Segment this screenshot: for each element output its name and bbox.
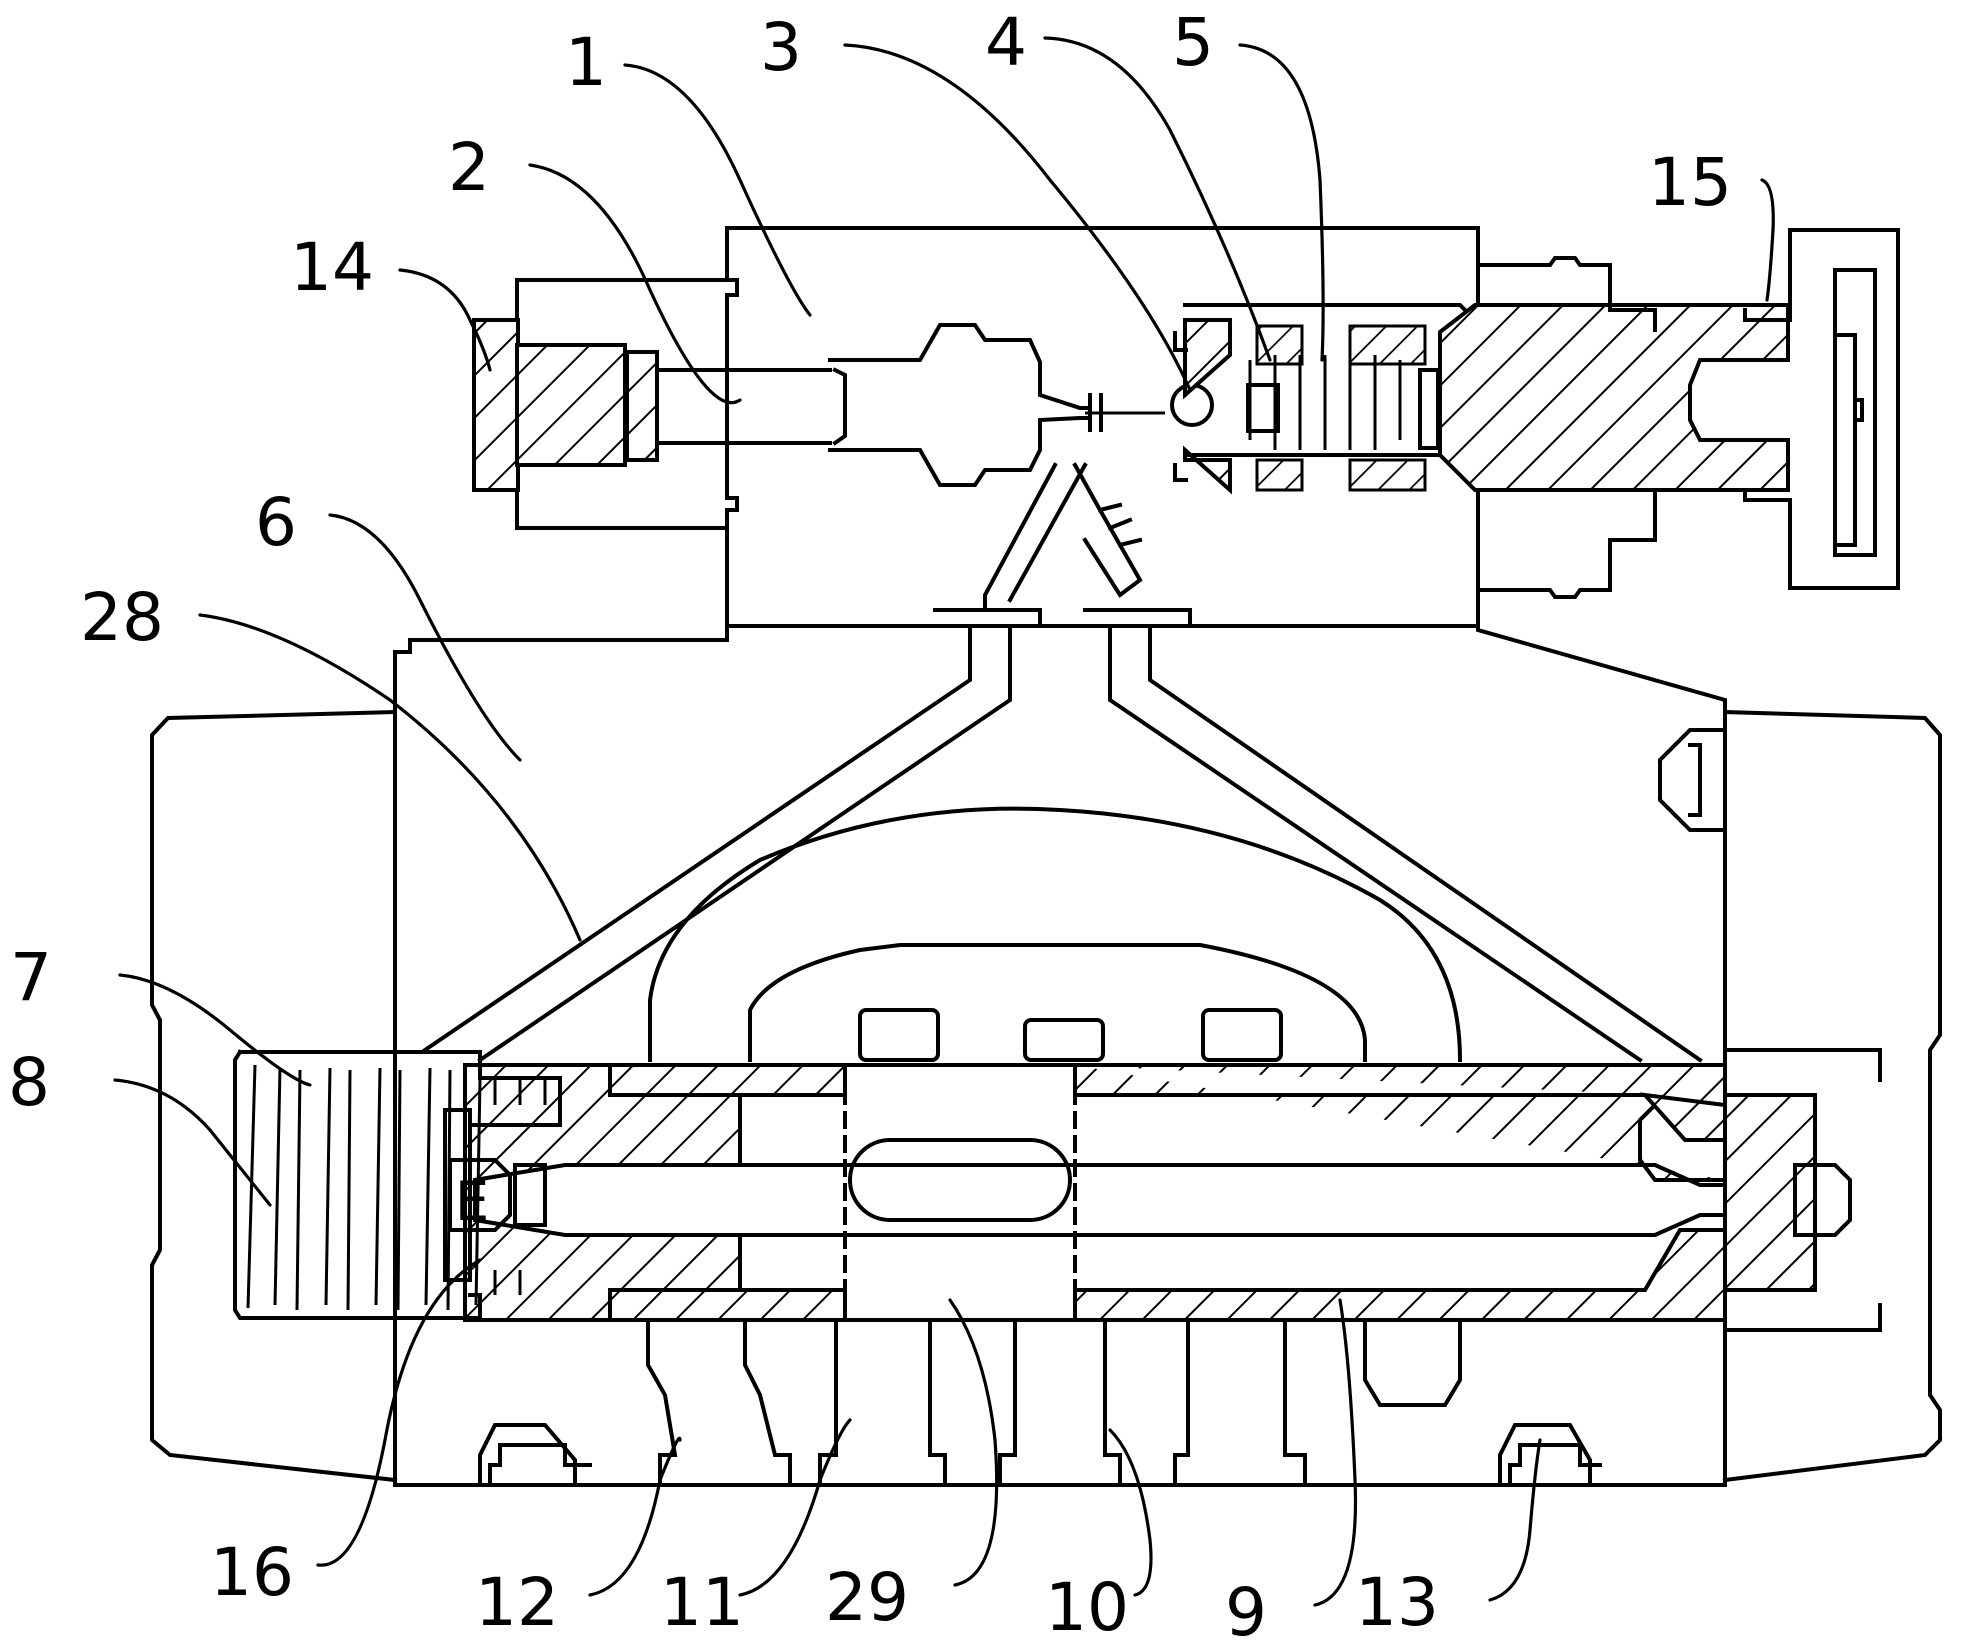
label-10: 10	[1045, 1569, 1129, 1646]
label-3: 3	[760, 9, 802, 86]
label-29: 29	[825, 1559, 909, 1636]
label-15: 15	[1648, 144, 1732, 221]
label-12: 12	[475, 1564, 559, 1641]
label-11: 11	[660, 1564, 744, 1641]
pilot-spring-5	[1248, 355, 1438, 450]
label-4: 4	[985, 4, 1027, 81]
label-13: 13	[1355, 1564, 1439, 1641]
e-mark: E	[455, 1170, 489, 1233]
label-9: 9	[1225, 1574, 1267, 1651]
adjusting-screw-15	[1440, 305, 1788, 490]
label-1: 1	[565, 24, 607, 101]
ports	[480, 1320, 1600, 1485]
label-7: 7	[10, 939, 52, 1016]
label-2: 2	[448, 129, 490, 206]
pilot-passages	[935, 465, 1190, 626]
control-channel-28	[425, 626, 1700, 1060]
label-8: 8	[8, 1044, 50, 1121]
label-28: 28	[80, 579, 164, 656]
label-5: 5	[1172, 4, 1214, 81]
label-6: 6	[255, 484, 297, 561]
reference-labels: 1 2 3 4 5 6 7 8 9 10 11 12 13 14 15 16 2…	[8, 4, 1732, 1651]
main-valve-body-6	[152, 626, 1940, 1485]
pilot-valve-body	[474, 228, 1898, 626]
main-spool-9	[465, 1050, 1880, 1330]
label-14: 14	[290, 229, 374, 306]
label-16: 16	[210, 1534, 294, 1611]
